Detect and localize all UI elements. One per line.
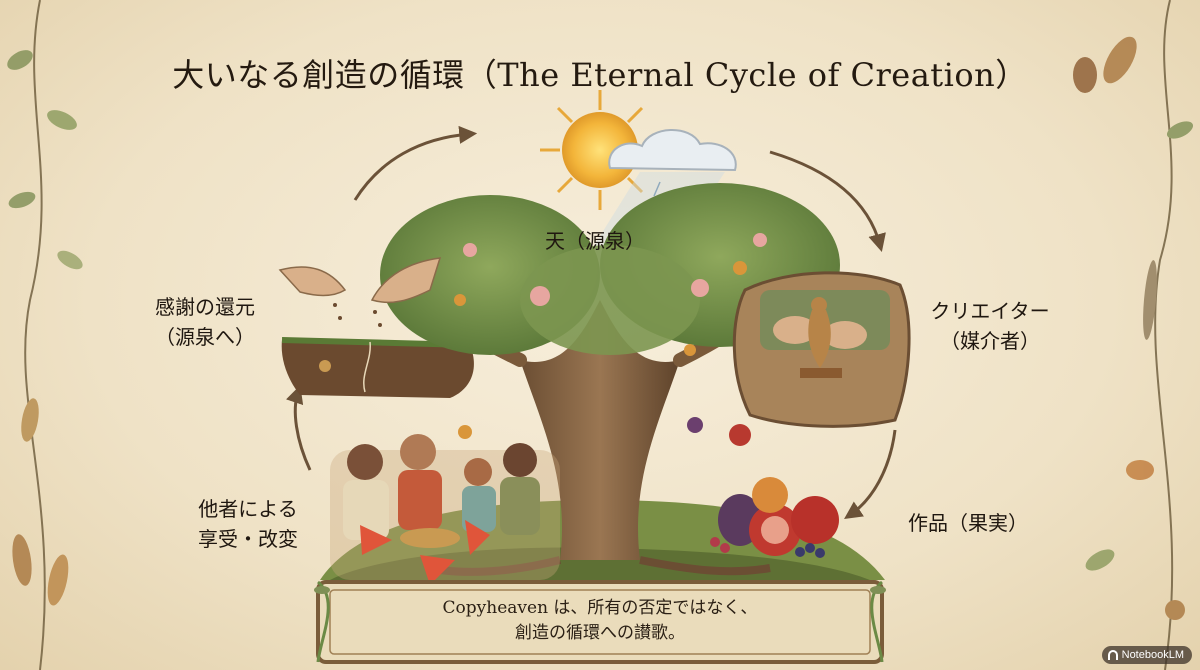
creator-carving-scene	[732, 271, 911, 428]
left-border-vines	[7, 0, 83, 670]
stage-fruit-label: 作品（果実）	[908, 511, 1028, 535]
right-border-vines	[1073, 0, 1194, 670]
banner-line2: 創造の循環への讃歌。	[515, 623, 685, 643]
stage-gratitude-line1: 感謝の還元	[155, 295, 255, 319]
stage-heaven-label: 天（源泉）	[545, 229, 645, 253]
notebooklm-logo-icon	[1107, 650, 1118, 660]
stage-creator-line2: （媒介者）	[940, 329, 1040, 353]
arrow-top-right	[769, 150, 886, 252]
banner-message: Copyheaven は、所有の否定ではなく、 創造の循環への讃歌。	[338, 596, 862, 646]
arrow-right-down	[844, 429, 897, 520]
stage-gratitude-label: 感謝の還元 （源泉へ）	[140, 292, 270, 352]
stage-creator-line1: クリエイター	[930, 299, 1050, 323]
stage-creator-label: クリエイター （媒介者）	[910, 296, 1070, 356]
arrow-top-left	[353, 125, 478, 201]
banner-frame	[314, 580, 886, 664]
cycle-arrows	[286, 125, 897, 520]
stage-others-line1: 他者による	[198, 497, 298, 521]
stage-others-label: 他者による 享受・改変	[178, 494, 318, 554]
hands-pouring-seeds-icon	[278, 257, 442, 327]
arrow-left-up	[286, 385, 312, 471]
stage-gratitude-line2: （源泉へ）	[155, 325, 255, 349]
soil-cross-section	[281, 337, 474, 398]
family-sharing-icon	[330, 434, 560, 585]
fruit-pile-icon	[710, 477, 839, 558]
watermark-text: NotebookLM	[1121, 649, 1184, 661]
notebooklm-watermark: NotebookLM	[1101, 646, 1192, 664]
banner-line1: Copyheaven は、所有の否定ではなく、	[442, 598, 758, 618]
page-title: 大いなる創造の循環（The Eternal Cycle of Creation）	[172, 56, 1028, 94]
stage-others-line2: 享受・改変	[198, 527, 298, 551]
